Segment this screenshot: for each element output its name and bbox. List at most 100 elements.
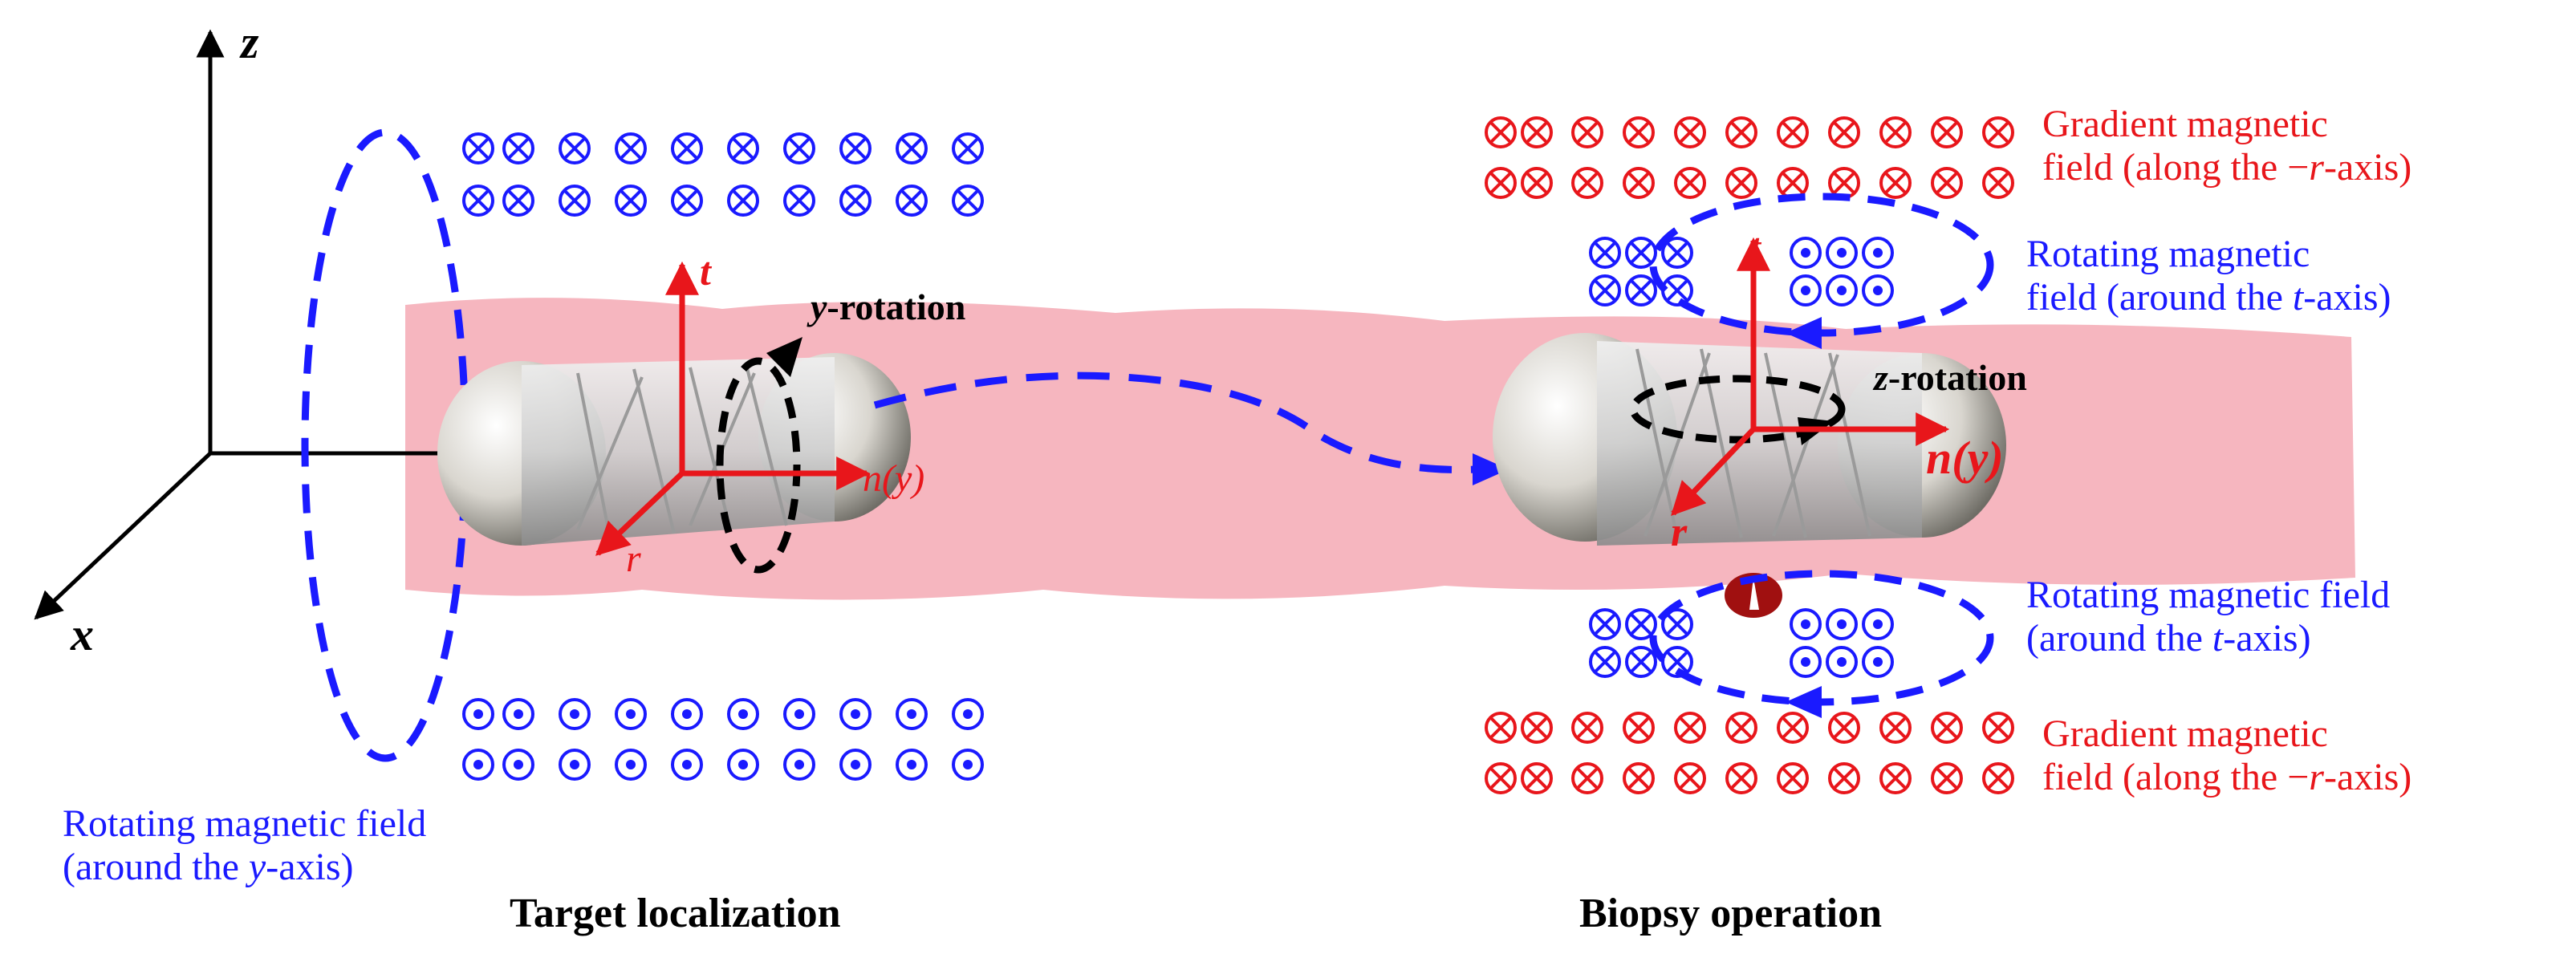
into-page-icon [559, 132, 591, 164]
left-y-rotation-loop [716, 357, 801, 574]
into-page-icon [1589, 274, 1621, 306]
into-page-icon [839, 132, 872, 164]
gradient-into-page-icon [1623, 762, 1655, 794]
left-field-label: Rotating magnetic field (around the y-ax… [63, 802, 427, 888]
left-caption: Target localization [510, 891, 841, 936]
right-gradient-bottom [1485, 712, 2014, 794]
gradient-into-page-icon [1674, 167, 1706, 199]
right-z-rotation-loop [1629, 375, 1846, 444]
out-of-page-icon [1826, 274, 1858, 306]
gradient-into-page-icon [1777, 167, 1809, 199]
right-rotation-label: z-rotation [1872, 357, 2027, 398]
right-rotating-field-top-loop [1649, 193, 1994, 337]
into-page-icon [615, 132, 647, 164]
gradient-into-page-icon [1623, 712, 1655, 744]
left-t-label: t [700, 249, 713, 294]
into-page-icon [1625, 608, 1657, 640]
out-of-page-icon [783, 698, 815, 730]
gradient-into-page-icon [1623, 167, 1655, 199]
out-of-page-icon [462, 698, 494, 730]
out-of-page-icon [1790, 608, 1822, 640]
into-page-icon [1589, 608, 1621, 640]
gradient-into-page-icon [1725, 116, 1757, 148]
gradient-into-page-icon [1571, 116, 1603, 148]
right-bottom-loop-arrowhead [1786, 686, 1822, 718]
right-gradient-top [1485, 116, 2014, 199]
gradient-into-page-icon [1571, 712, 1603, 744]
into-page-icon [1661, 646, 1693, 678]
into-page-icon [615, 185, 647, 217]
gradient-into-page-icon [1485, 116, 1517, 148]
into-page-icon [462, 132, 494, 164]
gradient-into-page-icon [1828, 167, 1860, 199]
into-page-icon [952, 132, 984, 164]
right-n-label: n(y) [1926, 432, 2004, 484]
gradient-into-page-icon [1828, 762, 1860, 794]
rotating-bottom-label: Rotating magnetic field (around the t-ax… [2026, 574, 2391, 660]
into-page-icon [462, 185, 494, 217]
out-of-page-icon [502, 698, 534, 730]
out-of-page-icon [671, 749, 703, 781]
out-of-page-icon [1826, 608, 1858, 640]
gradient-into-page-icon [1982, 116, 2014, 148]
out-of-page-icon [727, 698, 759, 730]
out-of-page-icon [502, 749, 534, 781]
gradient-bottom-label: Gradient magnetic field (along the −r-ax… [2042, 712, 2412, 798]
x-axis-label: x [70, 608, 94, 660]
out-of-page-icon [1790, 646, 1822, 678]
right-top-loop-arrowhead [1786, 317, 1822, 349]
left-field-out-of-page [462, 698, 984, 781]
out-of-page-icon [671, 698, 703, 730]
right-caption: Biopsy operation [1579, 891, 1883, 936]
out-of-page-icon [462, 749, 494, 781]
left-field-into-page [462, 132, 984, 217]
left-r-axis [595, 471, 685, 556]
gradient-into-page-icon [1674, 116, 1706, 148]
into-page-icon [671, 185, 703, 217]
out-of-page-icon [839, 749, 872, 781]
gradient-into-page-icon [1879, 167, 1912, 199]
into-page-icon [896, 132, 928, 164]
out-of-page-icon [1862, 646, 1894, 678]
out-of-page-icon [952, 749, 984, 781]
gradient-into-page-icon [1674, 762, 1706, 794]
into-page-icon [1661, 274, 1693, 306]
out-of-page-icon [615, 698, 647, 730]
out-of-page-icon [559, 749, 591, 781]
gradient-into-page-icon [1521, 712, 1553, 744]
gradient-into-page-icon [1725, 712, 1757, 744]
movement-path-arrowhead [1473, 453, 1509, 485]
gradient-into-page-icon [1521, 167, 1553, 199]
into-page-icon [727, 185, 759, 217]
gradient-into-page-icon [1879, 712, 1912, 744]
gradient-into-page-icon [1485, 712, 1517, 744]
gradient-into-page-icon [1674, 712, 1706, 744]
right-r-axis [1671, 427, 1756, 517]
out-of-page-icon [1826, 237, 1858, 269]
out-of-page-icon [1790, 237, 1822, 269]
out-of-page-icon [783, 749, 815, 781]
gradient-into-page-icon [1828, 712, 1860, 744]
gradient-into-page-icon [1777, 762, 1809, 794]
into-page-icon [671, 132, 703, 164]
gradient-into-page-icon [1521, 762, 1553, 794]
left-capsule [437, 353, 911, 546]
gradient-into-page-icon [1777, 712, 1809, 744]
out-of-page-icon [1790, 274, 1822, 306]
z-axis-label: z [239, 16, 259, 68]
left-y-rotation-arrowhead [766, 337, 802, 377]
gradient-into-page-icon [1571, 762, 1603, 794]
gradient-into-page-icon [1777, 116, 1809, 148]
gradient-into-page-icon [1879, 762, 1912, 794]
into-page-icon [1661, 608, 1693, 640]
right-rotating-field-bottom-loop [1649, 570, 1994, 706]
out-of-page-icon [896, 749, 928, 781]
gradient-into-page-icon [1982, 712, 2014, 744]
into-page-icon [1625, 646, 1657, 678]
gradient-into-page-icon [1485, 762, 1517, 794]
right-bottom-into-cluster [1589, 608, 1693, 678]
out-of-page-icon [1862, 608, 1894, 640]
right-r-label: r [1671, 509, 1688, 555]
gradient-into-page-icon [1931, 167, 1963, 199]
